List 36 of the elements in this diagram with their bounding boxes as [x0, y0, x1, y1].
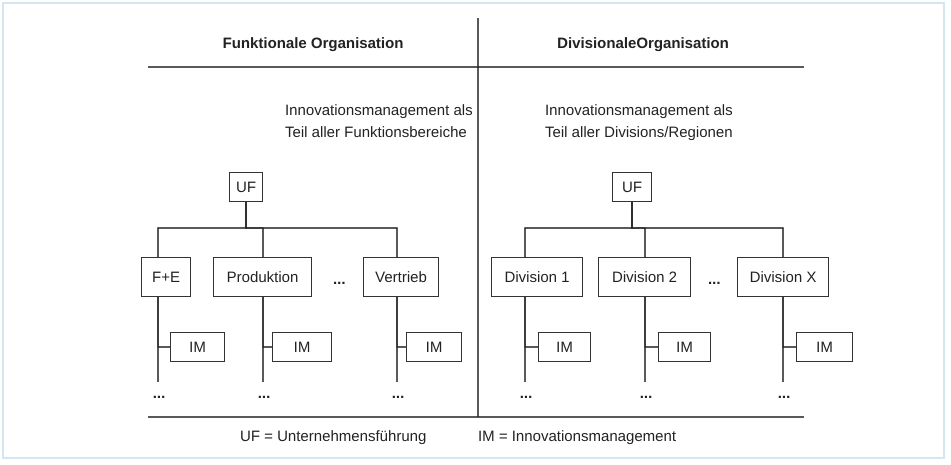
- connector-line: [262, 297, 264, 382]
- org-box: Vertrieb: [363, 257, 439, 297]
- ellipsis: ...: [333, 271, 346, 288]
- org-box: UF: [612, 172, 652, 202]
- org-box: IM: [796, 332, 853, 362]
- panel-heading: DivisionaleOrganisation: [557, 35, 729, 52]
- ellipsis: ...: [515, 382, 537, 404]
- connector-line: [631, 202, 784, 257]
- legend-text: IM = Innovationsmanagement: [478, 428, 676, 445]
- ellipsis: ...: [148, 382, 170, 404]
- org-box: IM: [538, 332, 591, 362]
- org-box: Division X: [737, 257, 829, 297]
- ellipsis: ...: [708, 271, 721, 288]
- connector-line: [245, 202, 398, 257]
- description-text: Innovationsmanagement als Teil aller Divisions/Regionen: [545, 101, 734, 143]
- org-box: IM: [272, 332, 332, 362]
- ellipsis: ...: [635, 382, 657, 404]
- org-box: IM: [170, 332, 225, 362]
- connector-line: [157, 297, 159, 382]
- connector-line: [396, 297, 398, 382]
- legend-text: UF = Unternehmensführung: [240, 428, 426, 445]
- org-box: Division 1: [491, 257, 583, 297]
- ellipsis: ...: [253, 382, 275, 404]
- org-box: IM: [658, 332, 711, 362]
- ellipsis: ...: [773, 382, 795, 404]
- connector-line: [782, 297, 784, 382]
- org-box: Produktion: [213, 257, 312, 297]
- connector-line: [524, 297, 526, 382]
- panel-heading: Funktionale Organisation: [222, 35, 404, 52]
- ellipsis: ...: [387, 382, 409, 404]
- connector-line: [644, 297, 646, 382]
- org-box: IM: [406, 332, 462, 362]
- org-box: UF: [229, 172, 263, 202]
- org-box: F+E: [141, 257, 191, 297]
- description-text: Innovationsmanagement als Teil aller Funktionsbereiche: [285, 101, 474, 143]
- org-box: Division 2: [598, 257, 691, 297]
